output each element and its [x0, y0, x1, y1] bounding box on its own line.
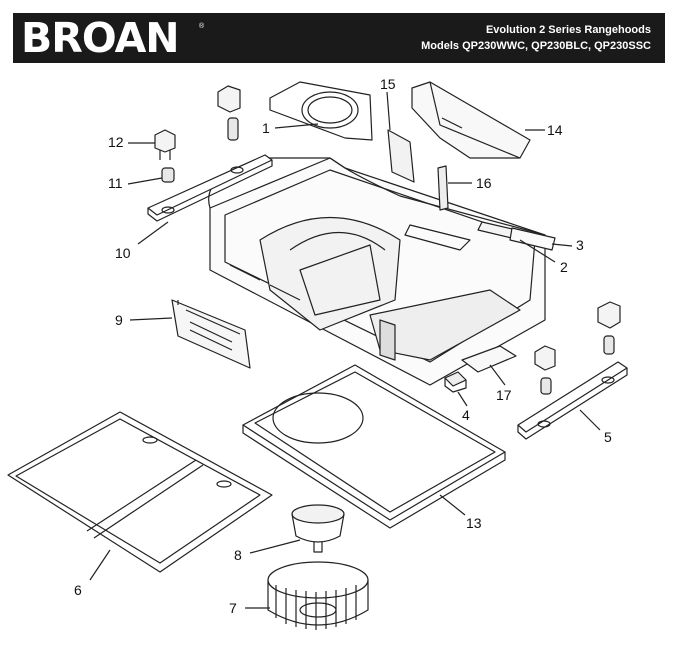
- brand-logo: BROAN: [21, 14, 180, 62]
- part-8-motor: [291, 504, 345, 553]
- leader-11: [127, 177, 163, 185]
- leader-15: [386, 91, 391, 131]
- callout-17: 17: [496, 387, 512, 403]
- leader-10: [137, 221, 169, 245]
- leader-4: [457, 391, 468, 407]
- part-7-blower-wheel: [267, 561, 369, 630]
- callout-6: 6: [74, 582, 82, 598]
- models-title: Models QP230WWC, QP230BLC, QP230SSC: [421, 40, 651, 52]
- registered-mark: ®: [199, 23, 205, 30]
- leader-3: [551, 243, 573, 247]
- part-9-control-bracket: [171, 299, 251, 369]
- callout-8: 8: [234, 547, 242, 563]
- leader-17: [489, 364, 506, 386]
- part-6-grease-filters: [7, 411, 273, 573]
- leader-2: [519, 239, 556, 263]
- mounting-bracket-right-1: [534, 345, 556, 395]
- mounting-bracket-right-2: [597, 301, 621, 355]
- callout-2: 2: [560, 259, 568, 275]
- callout-15: 15: [380, 76, 396, 92]
- callout-11: 11: [108, 175, 123, 191]
- part-4-switch-knob: [444, 371, 467, 393]
- callout-14: 14: [547, 122, 563, 138]
- part-12-bracket: [154, 129, 176, 160]
- callout-12: 12: [108, 134, 124, 150]
- part-10-mounting-rail: [147, 154, 273, 222]
- part-1-duct-plate: [269, 81, 373, 141]
- callout-4: 4: [462, 407, 470, 423]
- leader-8: [249, 539, 301, 554]
- part-13-bottom-pan: [242, 364, 506, 529]
- series-title: Evolution 2 Series Rangehoods: [485, 24, 651, 36]
- callout-13: 13: [466, 515, 482, 531]
- callout-10: 10: [115, 245, 131, 261]
- callout-9: 9: [115, 312, 123, 328]
- callout-7: 7: [229, 600, 237, 616]
- mounting-bracket-upper: [217, 85, 241, 141]
- leader-1: [274, 123, 319, 129]
- leader-6: [89, 549, 111, 581]
- part-14-control-housing: [411, 81, 531, 159]
- callout-3: 3: [576, 237, 584, 253]
- part-5-mounting-rail: [517, 361, 628, 440]
- part-15-damper: [387, 129, 415, 183]
- part-17-light-board: [461, 345, 517, 373]
- callout-5: 5: [604, 429, 612, 445]
- leader-13: [439, 494, 466, 516]
- callout-16: 16: [476, 175, 492, 191]
- header-bar: BROAN ® Evolution 2 Series Rangehoods Mo…: [13, 13, 665, 63]
- part-16-switch: [437, 165, 449, 211]
- callout-1: 1: [262, 120, 270, 136]
- part-11-grommet: [161, 167, 175, 183]
- leader-9: [129, 317, 173, 321]
- part-3-light-cover: [509, 227, 556, 251]
- leader-5: [579, 409, 601, 431]
